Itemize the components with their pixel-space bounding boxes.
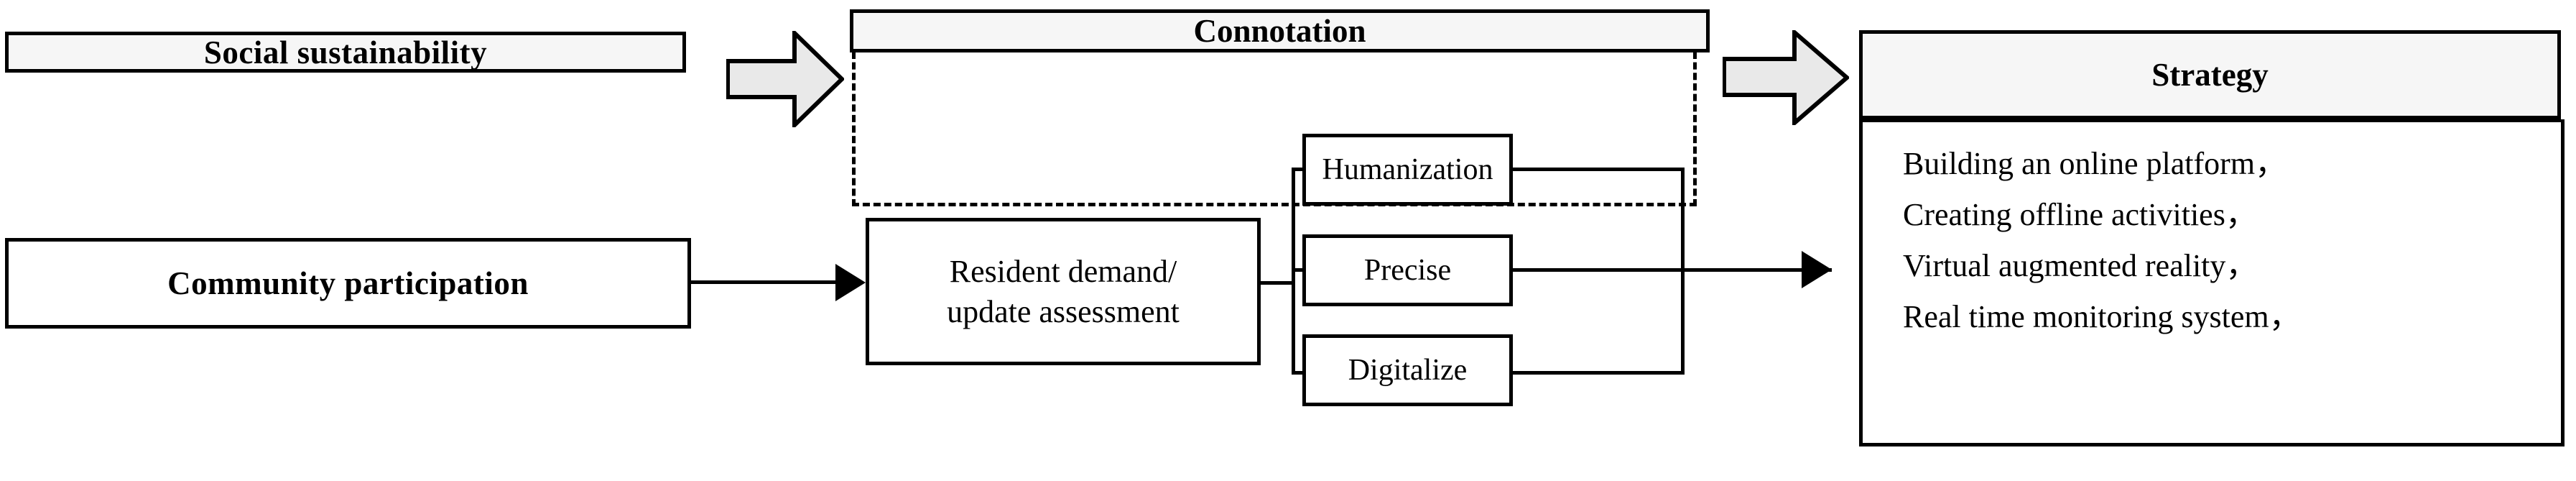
strategy-item: Creating offline activities， <box>1903 197 2257 232</box>
social-sustainability-header: Social sustainability <box>5 32 686 73</box>
strategy-items-panel: Building an online platform， Creating of… <box>1859 119 2565 446</box>
left-bracket-branch-top <box>1292 168 1304 171</box>
strategy-header: Strategy <box>1859 30 2561 119</box>
community-participation-box: Community participation <box>5 238 691 329</box>
strategy-item: Building an online platform， <box>1903 146 2287 181</box>
connotation-dashed-container <box>852 52 1697 206</box>
dimension-box-digitalize: Digitalize <box>1302 334 1513 406</box>
left-bracket-stem <box>1261 281 1295 285</box>
dimension-box-humanization: Humanization <box>1302 134 1513 206</box>
left-bracket-branch-middle <box>1292 268 1304 272</box>
participation-connector-line <box>691 280 860 284</box>
flow-arrow-2-icon <box>1723 30 1849 125</box>
right-bracket-branch-middle <box>1511 268 1684 272</box>
strategy-item: Real time monitoring system， <box>1903 299 2301 334</box>
connotation-header: Connotation <box>850 9 1710 52</box>
strategy-item: Virtual augmented reality， <box>1903 248 2258 283</box>
assessment-line-1: Resident demand/ <box>949 253 1177 289</box>
dimension-box-precise: Precise <box>1302 234 1513 306</box>
left-bracket-branch-bottom <box>1292 371 1304 375</box>
right-bracket-branch-bottom <box>1511 371 1684 375</box>
resident-demand-assessment-box: Resident demand/ update assessment <box>866 218 1261 365</box>
flow-arrow-1-icon <box>726 31 844 127</box>
participation-arrowhead-icon <box>835 264 866 301</box>
right-bracket-branch-top <box>1511 168 1684 171</box>
assessment-line-2: update assessment <box>947 293 1180 329</box>
strategy-arrowhead-icon <box>1802 251 1832 288</box>
strategy-connector-line <box>1681 268 1832 272</box>
